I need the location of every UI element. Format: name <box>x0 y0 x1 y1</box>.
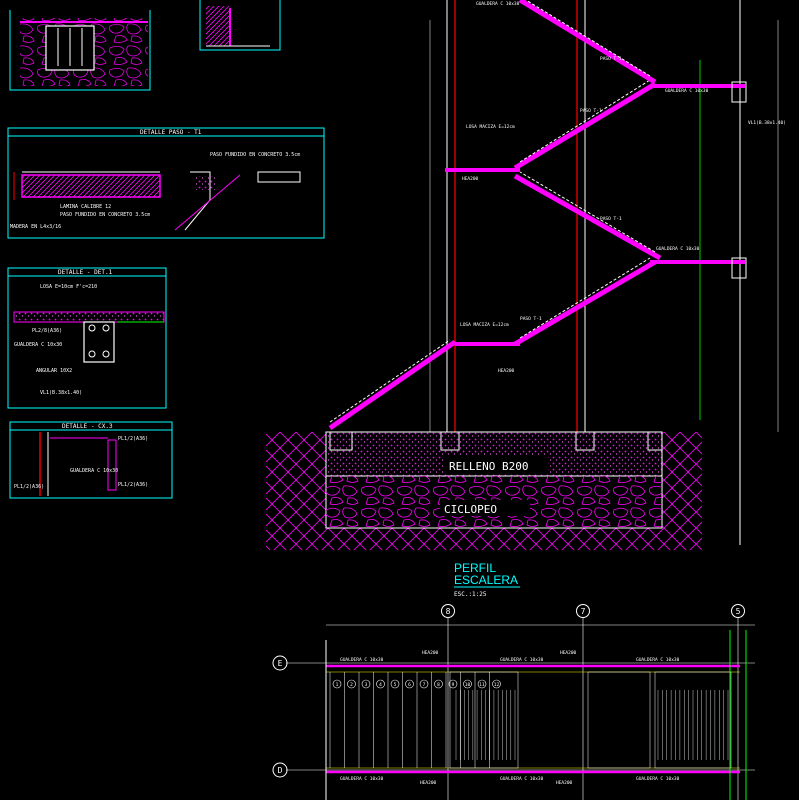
detail-cx3-l1: PL1/2(A36) <box>118 436 148 442</box>
anchor-detail-2 <box>199 0 281 51</box>
title-block: PERFIL ESCALERA ESC.:1:25 <box>454 561 520 598</box>
section-label-9: PASO T-1 <box>520 316 542 322</box>
axis-bubble-E: E <box>272 655 288 671</box>
detail-det1: DETALLE - DET.1 LOSA E=10cm F'c=210 PL2/… <box>7 267 167 409</box>
plan-tread-marker <box>347 679 356 689</box>
plan-tread-marker <box>492 679 501 689</box>
svg-text:5: 5 <box>736 607 741 616</box>
plan-tread-number: 11 <box>479 682 485 688</box>
detail-paso-title: DETALLE PASO - T1 <box>140 129 202 136</box>
plan-tread-number: 1 <box>336 682 339 688</box>
plan-tread-number: 3 <box>365 682 368 688</box>
plan-tread-marker <box>376 679 385 689</box>
detail-det1-l5: VL1(B.38x1.40) <box>40 390 82 396</box>
title-line-1: PERFIL <box>454 561 496 575</box>
detail-cx3-l4: PL1/2(A36) <box>14 484 44 490</box>
plan-tread-number: 7 <box>423 682 426 688</box>
anchor-detail <box>9 10 151 91</box>
plan-top-label-5: GUALDERA C 10x30 <box>636 657 680 663</box>
plan-bottom-label-5: GUALDERA C 10x30 <box>636 776 680 782</box>
plan-tread-marker <box>434 679 443 689</box>
detail-cx3-l3: PL1/2(A36) <box>118 482 148 488</box>
plan-tread-marker <box>405 679 414 689</box>
detail-cx3-l2: GUALDERA C 10x30 <box>70 468 118 474</box>
plan-tread-number: 12 <box>494 682 500 688</box>
plan-tread-marker <box>390 679 400 689</box>
stair-section: GUALDERA C 10x30 PASO T-1 PASO T-1 GUALD… <box>266 0 786 550</box>
plan-top-label-4: HEA200 <box>560 650 577 656</box>
plan-tread-number: 4 <box>379 682 382 688</box>
title-line-2: ESCALERA <box>454 573 518 587</box>
section-label-2: PASO T-1 <box>600 56 622 62</box>
section-label-10: LOSA MACIZA E=12cm <box>460 322 509 328</box>
detail-paso-lamina: LAMINA CALIBRE 12 <box>60 204 111 210</box>
plan-tread-marker <box>463 679 472 689</box>
svg-text:8: 8 <box>446 607 451 616</box>
title-scale: ESC.:1:25 <box>454 591 487 598</box>
relleno-label: RELLENO B200 <box>449 460 528 473</box>
ciclopeo-label: CICLOPEO <box>444 503 497 516</box>
section-label-7: GUALDERA C 10x30 <box>656 246 700 252</box>
section-label-12: VL1(B.38x1.40) <box>748 120 786 126</box>
axis-bubble-7: 7 <box>576 604 590 618</box>
plan-tread-number: 5 <box>394 682 397 688</box>
detail-det1-l2: PL2/8(A36) <box>32 328 62 334</box>
detail-paso-note-left: MADERA EN L4x3/16 <box>10 224 61 230</box>
detail-cx3: DETALLE - CX.3 PL1/2(A36) GUALDERA C 10x… <box>9 421 173 499</box>
plan-tread-number: 9 <box>452 682 455 688</box>
section-label-4: GUALDERA C 10x30 <box>665 88 709 94</box>
svg-text:7: 7 <box>581 607 586 616</box>
plan-tread-marker <box>419 679 429 689</box>
plan-bottom-label-4: HEA200 <box>556 780 573 786</box>
svg-text:D: D <box>278 766 283 775</box>
plan-tread-marker <box>448 679 458 689</box>
section-label-6: HEA200 <box>462 176 479 182</box>
plan-tread-marker <box>477 679 487 689</box>
plan-bottom-label-3: GUALDERA C 10x30 <box>500 776 544 782</box>
detail-paso-note-mid: PASO FUNDIDO EN CONCRETO 3.5cm <box>60 212 150 218</box>
section-label-8: PASO T-1 <box>600 216 622 222</box>
plan-top-label-2: HEA200 <box>422 650 439 656</box>
section-label-5: LOSA MACIZA E=12cm <box>466 124 515 130</box>
plan-tread-marker <box>332 679 342 689</box>
plan-bottom-label-1: GUALDERA C 10x30 <box>340 776 384 782</box>
section-label-11: HEA200 <box>498 368 515 374</box>
axis-bubble-5: 5 <box>731 604 745 618</box>
plan-top-label-1: GUALDERA C 10x30 <box>340 657 384 663</box>
detail-det1-l1: LOSA E=10cm F'c=210 <box>40 284 97 290</box>
plan-top-label-3: GUALDERA C 10x30 <box>500 657 544 663</box>
plan-tread-marker <box>361 679 371 689</box>
section-label-3: PASO T-1 <box>580 108 602 114</box>
detail-det1-l4: ANGULAR 10X2 <box>36 368 72 374</box>
detail-paso-note-top: PASO FUNDIDO EN CONCRETO 3.5cm <box>210 152 300 158</box>
detail-det1-l3: GUALDERA C 10x30 <box>14 342 62 348</box>
svg-text:E: E <box>278 659 283 668</box>
plan-bottom-label-2: HEA200 <box>420 780 437 786</box>
detail-det1-title: DETALLE - DET.1 <box>58 269 113 276</box>
plan-tread-number: 8 <box>437 682 440 688</box>
plan-tread-number: 6 <box>408 682 411 688</box>
section-label-1: GUALDERA C 10x30 <box>476 1 520 7</box>
axis-bubble-D: D <box>272 762 288 778</box>
axis-bubble-8: 8 <box>441 604 455 618</box>
plan-tread-number: 2 <box>350 682 353 688</box>
detail-paso: DETALLE PASO - T1 LAMINA CALIBRE 12 MADE… <box>7 127 325 239</box>
detail-cx3-title: DETALLE - CX.3 <box>62 423 113 430</box>
plan-tread-number: 10 <box>465 682 471 688</box>
